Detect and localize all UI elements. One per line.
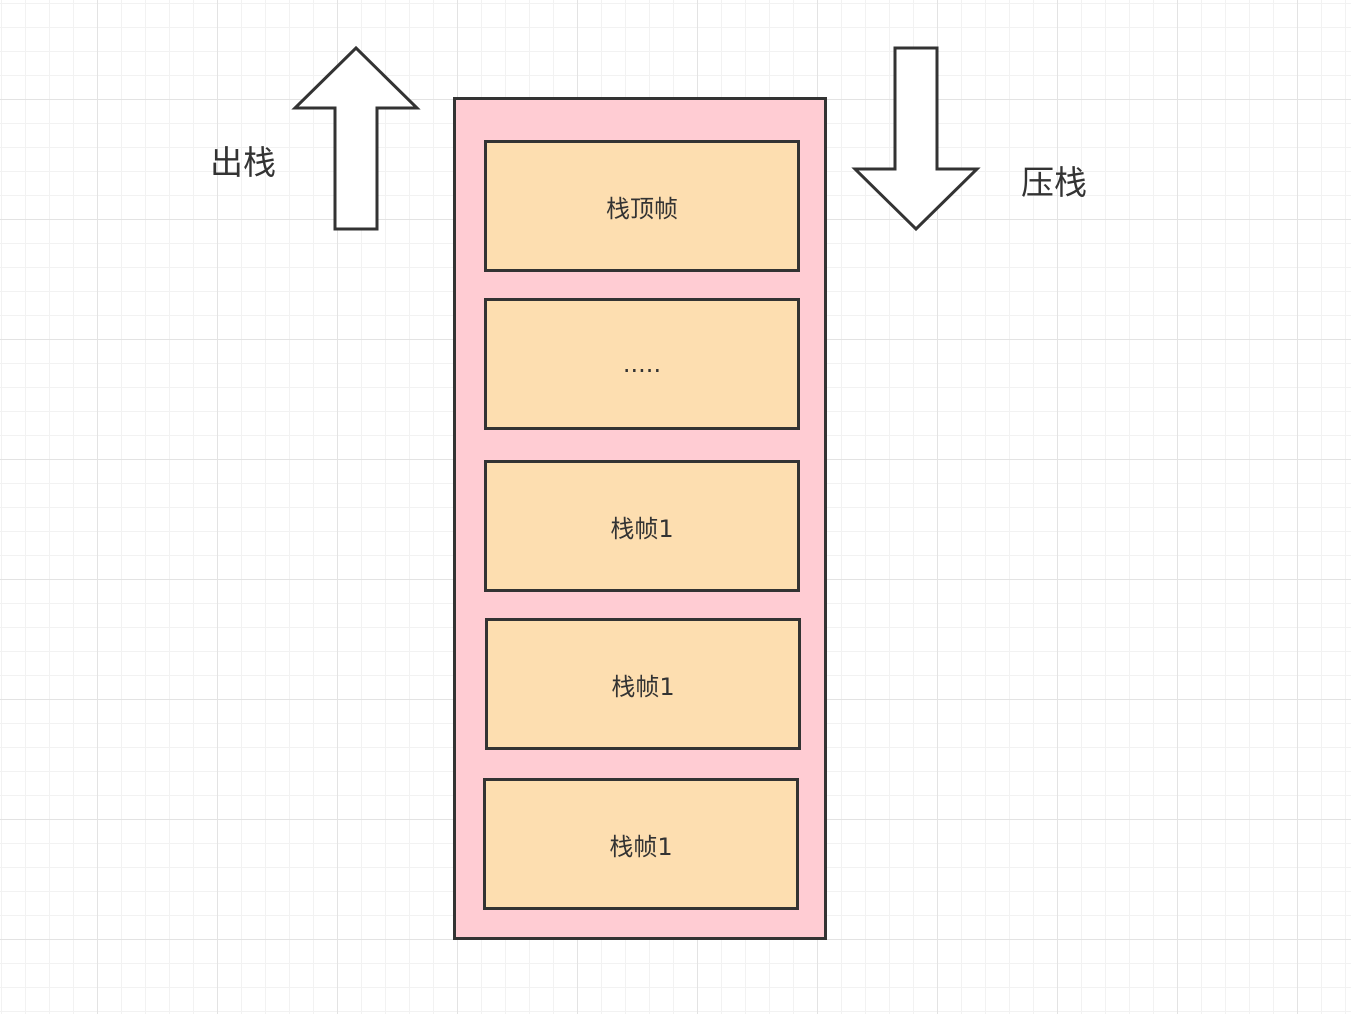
stack-frame: ..... bbox=[484, 298, 800, 430]
stack-frame-label: 栈帧1 bbox=[609, 832, 673, 861]
push-arrow-shape bbox=[851, 46, 981, 232]
stack-frame-label: 栈顶帧 bbox=[606, 194, 678, 223]
stack-frame-bottom: 栈帧1 bbox=[483, 778, 799, 910]
pop-label: 出栈 bbox=[210, 143, 276, 182]
stack-frame: 栈帧1 bbox=[484, 460, 800, 592]
stack-frame-label: 栈帧1 bbox=[611, 672, 675, 701]
stack-frame: 栈帧1 bbox=[485, 618, 801, 750]
stack-frame-label: 栈帧1 bbox=[610, 514, 674, 543]
stack-frame-top: 栈顶帧 bbox=[484, 140, 800, 272]
arrow-down-icon bbox=[851, 46, 981, 232]
push-label: 压栈 bbox=[1021, 163, 1087, 202]
stack-frame-label: ..... bbox=[622, 350, 662, 378]
arrow-up-icon bbox=[291, 45, 421, 231]
pop-arrow-shape bbox=[291, 45, 421, 231]
